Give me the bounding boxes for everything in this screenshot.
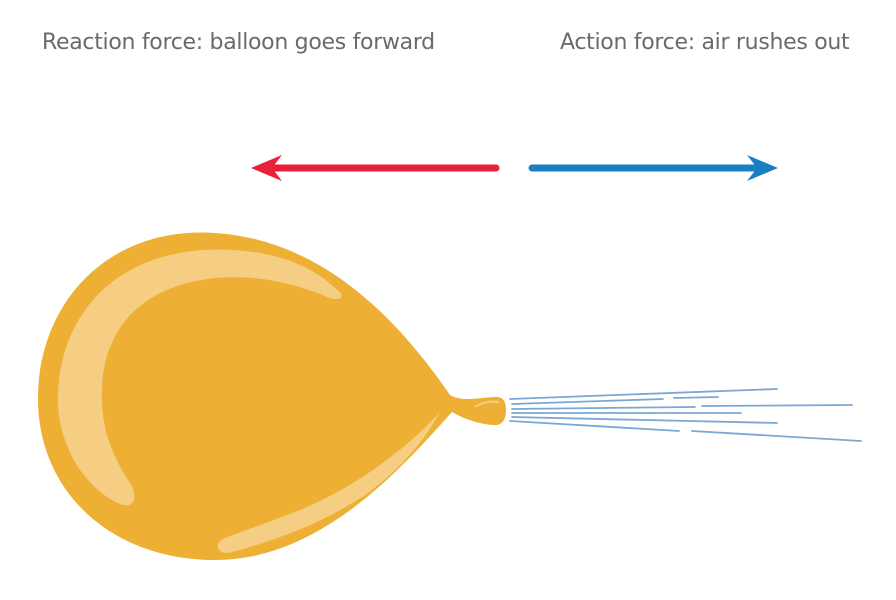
action-arrow-icon xyxy=(528,155,778,181)
reaction-arrow-icon xyxy=(251,155,500,181)
air-rushing-out-lines-icon xyxy=(509,388,862,442)
action-force-label: Action force: air rushes out xyxy=(560,30,850,55)
reaction-force-label: Reaction force: balloon goes forward xyxy=(42,30,435,55)
balloon-icon xyxy=(37,232,507,561)
